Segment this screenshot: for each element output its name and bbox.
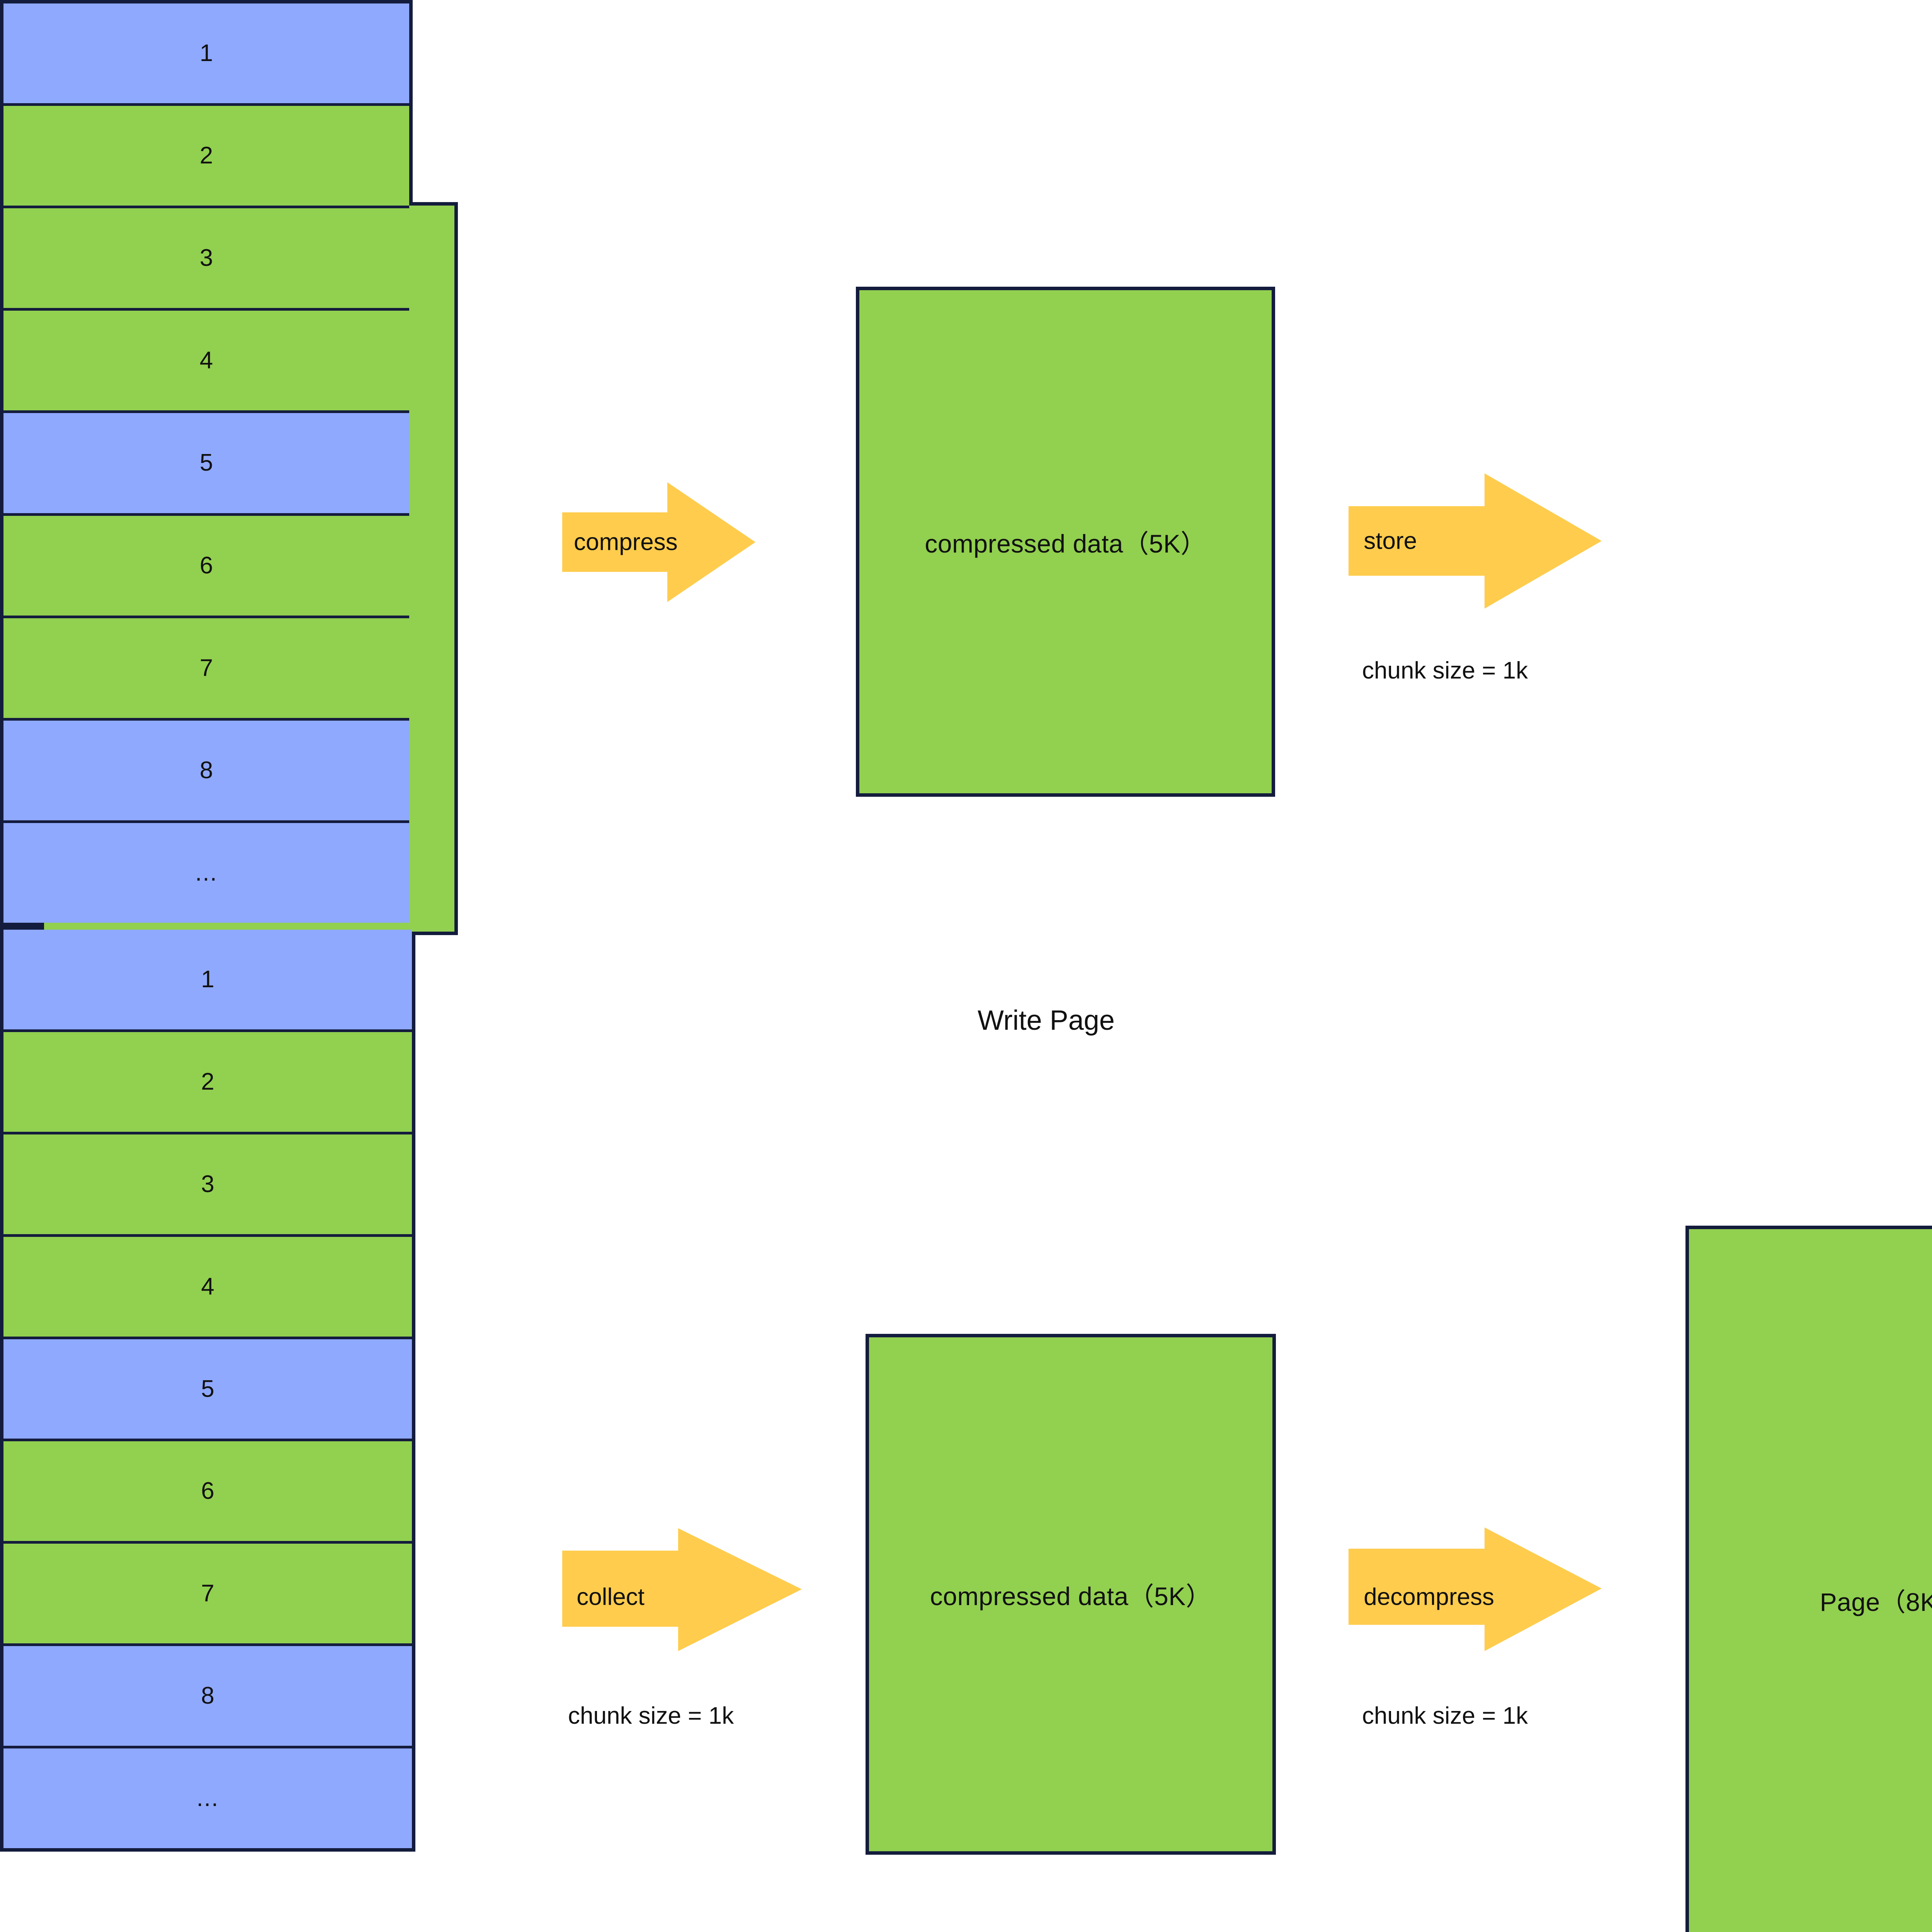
chunk-row: 2 <box>3 1032 412 1134</box>
collect-arrow-icon <box>562 1528 802 1651</box>
write-page-caption: Write Page <box>978 1005 1115 1036</box>
chunk-row: 1 <box>3 930 412 1032</box>
store-arrow-icon <box>1349 473 1602 609</box>
read-chunk-stack: 1 2 3 4 5 6 7 8 ... <box>0 926 415 1852</box>
chunk-row: 8 <box>3 1646 412 1749</box>
chunk-row: 4 <box>3 311 409 413</box>
chunk-label: 5 <box>201 1375 214 1402</box>
chunk-label: 1 <box>201 966 214 993</box>
chunk-row: 7 <box>3 618 409 721</box>
chunk-row: 5 <box>3 1339 412 1442</box>
decompress-arrow-icon <box>1349 1527 1602 1651</box>
chunk-row: 6 <box>3 515 409 618</box>
chunk-label: 7 <box>199 654 213 681</box>
chunk-row: 1 <box>3 3 409 106</box>
chunk-row: 4 <box>3 1236 412 1339</box>
read-compressed-data-box: compressed data（5K） <box>866 1334 1276 1855</box>
chunk-label: 3 <box>199 245 213 272</box>
read-compressed-data-label: compressed data（5K） <box>930 1582 1212 1611</box>
chunk-row: 8 <box>3 720 409 823</box>
chunk-label: 2 <box>201 1068 214 1095</box>
chunk-label: 8 <box>201 1682 214 1709</box>
chunk-label: 7 <box>201 1580 214 1607</box>
write-chunk-stack: 1 2 3 4 5 6 7 8 ... <box>0 0 413 926</box>
write-compressed-data-label: compressed data（5K） <box>925 529 1206 558</box>
chunk-label: 2 <box>199 142 213 169</box>
chunk-label: 1 <box>199 40 213 67</box>
chunk-label: 4 <box>201 1273 214 1300</box>
collect-arrow: collect <box>562 1528 802 1665</box>
chunk-row: 6 <box>3 1441 412 1544</box>
read-target-page-box: Page（8K） <box>1685 1226 1932 1932</box>
store-chunk-size-note: chunk size = 1k <box>1362 657 1528 684</box>
chunk-label: ... <box>196 1785 219 1812</box>
compress-arrow-icon <box>562 482 755 602</box>
decompress-chunk-size-note: chunk size = 1k <box>1362 1702 1528 1729</box>
chunk-label: 8 <box>199 757 213 784</box>
chunk-label: 6 <box>201 1478 214 1505</box>
chunk-label: 5 <box>199 449 213 476</box>
chunk-label: 4 <box>199 347 213 374</box>
write-compressed-data-box: compressed data（5K） <box>856 287 1275 797</box>
chunk-row: 2 <box>3 106 409 209</box>
chunk-label: 6 <box>199 552 213 579</box>
read-target-page-label: Page（8K） <box>1820 1588 1932 1616</box>
chunk-row: ... <box>3 823 409 923</box>
chunk-label: 3 <box>201 1170 214 1197</box>
chunk-row: 7 <box>3 1544 412 1646</box>
decompress-arrow: decompress <box>1349 1527 1602 1667</box>
chunk-label: ... <box>195 859 218 886</box>
chunk-row: 3 <box>3 1134 412 1237</box>
compress-arrow: compress <box>562 478 755 606</box>
store-arrow: store <box>1349 469 1602 612</box>
chunk-row: 3 <box>3 208 409 311</box>
chunk-row: ... <box>3 1748 412 1849</box>
chunk-row: 5 <box>3 413 409 516</box>
collect-chunk-size-note: chunk size = 1k <box>568 1702 734 1729</box>
